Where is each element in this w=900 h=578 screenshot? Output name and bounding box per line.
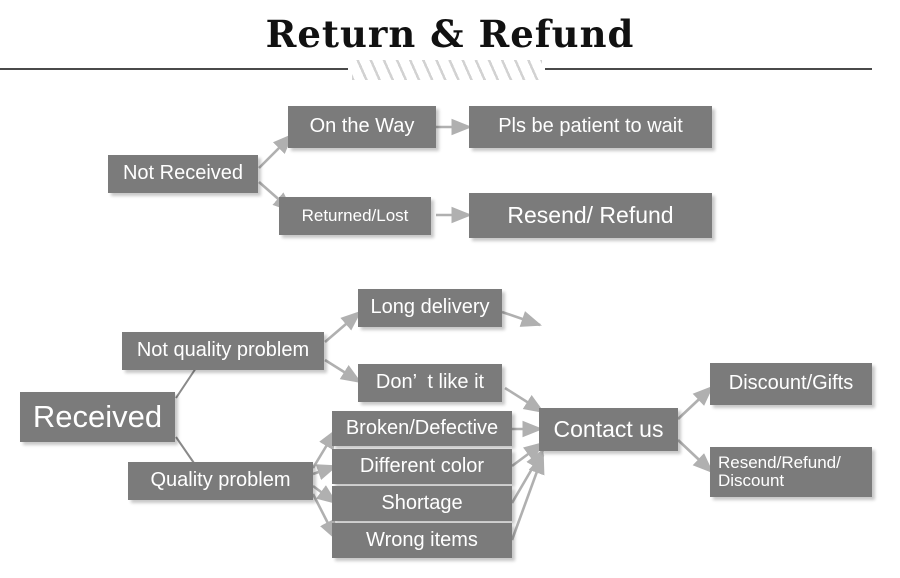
node-received[interactable]: Received xyxy=(20,392,175,442)
node-contact-us[interactable]: Contact us xyxy=(539,408,678,451)
node-resend-refund-discount[interactable]: Resend/Refund/ Discount xyxy=(710,447,872,497)
node-dont-like-it[interactable]: Don’ t like it xyxy=(358,364,502,402)
node-resend-refund[interactable]: Resend/ Refund xyxy=(469,193,712,238)
page-title: Return & Refund xyxy=(265,12,635,56)
decorative-divider xyxy=(0,58,900,82)
divider-rule-left xyxy=(0,68,348,70)
node-returned-lost[interactable]: Returned/Lost xyxy=(279,197,431,235)
node-on-the-way[interactable]: On the Way xyxy=(288,106,436,148)
node-wrong-items[interactable]: Wrong items xyxy=(332,523,512,558)
hatched-divider-icon xyxy=(352,60,542,80)
node-not-quality-problem[interactable]: Not quality problem xyxy=(122,332,324,370)
node-pls-be-patient-to-wait[interactable]: Pls be patient to wait xyxy=(469,106,712,148)
node-not-received[interactable]: Not Received xyxy=(108,155,258,193)
node-quality-problem[interactable]: Quality problem xyxy=(128,462,313,500)
node-broken-defective[interactable]: Broken/Defective xyxy=(332,411,512,446)
divider-rule-right xyxy=(545,68,872,70)
node-discount-gifts[interactable]: Discount/Gifts xyxy=(710,363,872,405)
node-long-delivery[interactable]: Long delivery xyxy=(358,289,502,327)
node-different-color[interactable]: Different color xyxy=(332,449,512,484)
node-shortage[interactable]: Shortage xyxy=(332,486,512,521)
